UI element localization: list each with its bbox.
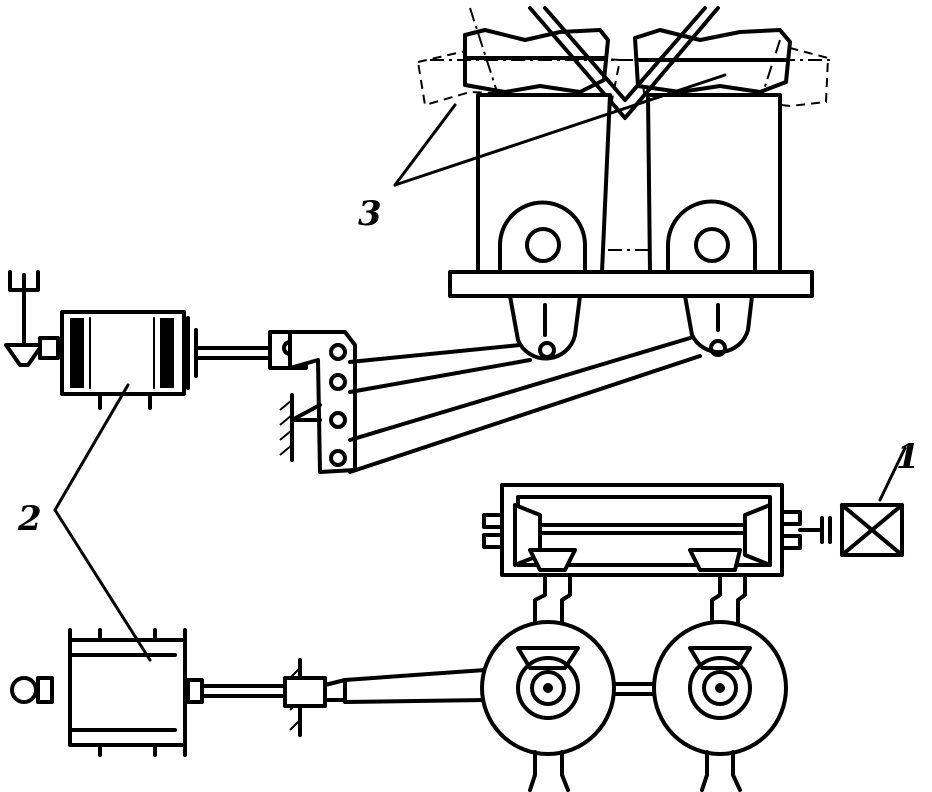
bell-crank <box>288 330 357 474</box>
upper-motor-unit <box>4 270 274 410</box>
bevel-gear-right-small <box>688 548 742 572</box>
bevel-gear-right-large <box>743 503 772 567</box>
housing-left <box>476 93 612 274</box>
label-1: 1 <box>896 437 920 477</box>
gear-box <box>482 483 832 577</box>
label-2: 2 <box>17 499 42 539</box>
roll-stand-assembly <box>416 6 830 361</box>
lug-right <box>683 294 754 357</box>
drive-unit-1 <box>840 503 904 557</box>
housing-right <box>646 93 782 274</box>
v-guide <box>528 6 720 120</box>
vertical-shafts <box>533 573 747 642</box>
bevel-gear-left-small <box>528 548 577 572</box>
lower-linkage <box>283 658 487 737</box>
lower-motor-unit <box>10 628 287 757</box>
label-3: 3 <box>358 194 382 234</box>
motor-upper-windings <box>70 317 174 389</box>
wheel-right <box>652 620 788 792</box>
ground-support <box>279 393 322 462</box>
leader-3 <box>393 73 727 187</box>
leader-2 <box>53 383 152 662</box>
base-plate <box>448 270 814 298</box>
lever-linkage <box>268 330 702 474</box>
lug-left <box>508 294 582 361</box>
handwheel <box>10 676 38 704</box>
wheel-left <box>480 620 616 792</box>
motor-lower <box>68 628 187 757</box>
